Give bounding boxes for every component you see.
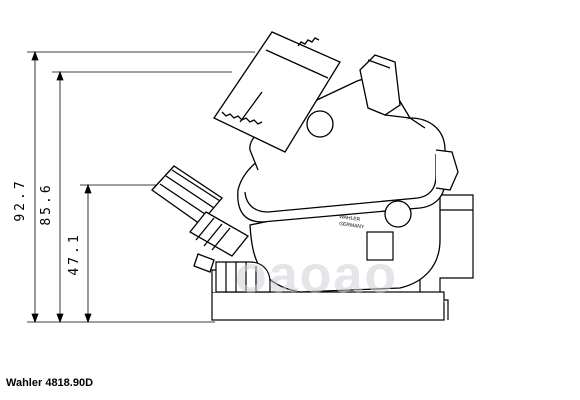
inlet-pipe: [215, 261, 271, 293]
screw-icon: [306, 110, 334, 138]
dimension-lines: [27, 50, 255, 324]
temperature-sensor-connector: [151, 165, 249, 273]
watermark-text: oaoao: [235, 246, 399, 304]
manufacturer-stamp-line2: GERMANY: [339, 221, 366, 231]
marking-box: [366, 231, 394, 261]
manufacturer-stamp-line1: WAHLER: [339, 214, 361, 223]
thermostat-cap: [213, 31, 341, 153]
top-connector: [359, 54, 426, 129]
screw-icon: [384, 200, 412, 228]
part-number-caption: Wahler 4818.90D: [6, 377, 94, 389]
dimension-label-upper: 85.6: [39, 182, 54, 225]
dimension-label-overall: 92.7: [13, 178, 28, 221]
dimension-label-lower: 47.1: [67, 232, 82, 275]
